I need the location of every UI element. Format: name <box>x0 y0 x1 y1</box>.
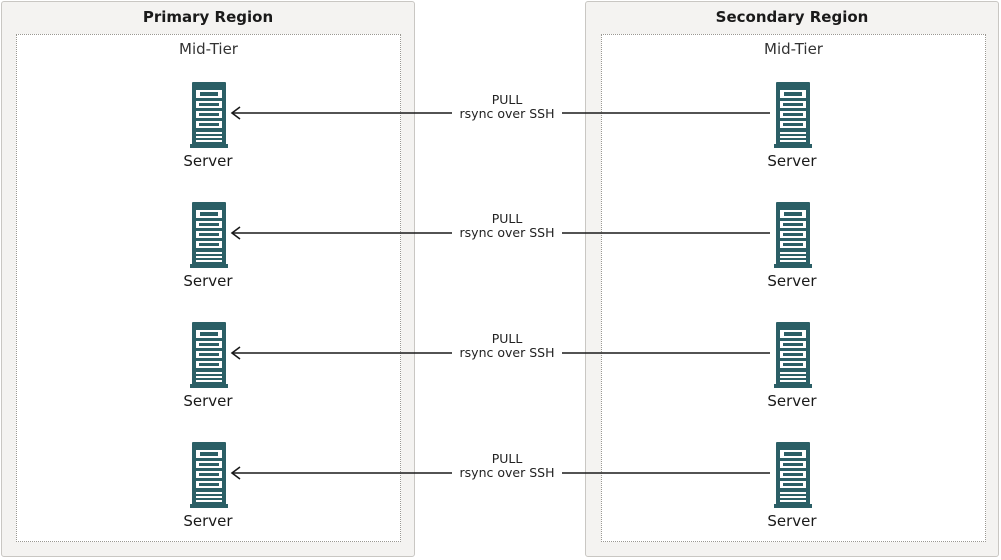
primary-server: Server <box>168 82 248 177</box>
link-method: rsync over SSH <box>459 465 555 480</box>
server-label: Server <box>183 272 233 290</box>
server-label: Server <box>767 512 817 530</box>
server-label: Server <box>183 392 233 410</box>
link-label: PULL rsync over SSH <box>452 452 562 480</box>
server-icon <box>190 442 228 508</box>
primary-server: Server <box>168 442 248 537</box>
primary-server: Server <box>168 202 248 297</box>
server-icon <box>774 322 812 388</box>
server-icon <box>190 322 228 388</box>
link-mode: PULL <box>491 211 523 226</box>
link-mode: PULL <box>491 451 523 466</box>
link-mode: PULL <box>491 92 523 107</box>
link-label: PULL rsync over SSH <box>452 93 562 121</box>
server-label: Server <box>767 152 817 170</box>
primary-region-title: Primary Region <box>142 8 274 26</box>
link-label: PULL rsync over SSH <box>452 332 562 360</box>
secondary-mid-tier-title: Mid-Tier <box>764 40 823 58</box>
primary-server: Server <box>168 322 248 417</box>
server-icon <box>774 82 812 148</box>
server-icon <box>774 202 812 268</box>
server-icon <box>190 202 228 268</box>
primary-mid-tier-title: Mid-Tier <box>179 40 238 58</box>
secondary-server: Server <box>752 442 832 537</box>
link-mode: PULL <box>491 331 523 346</box>
server-label: Server <box>183 512 233 530</box>
link-method: rsync over SSH <box>459 106 555 121</box>
server-icon <box>190 82 228 148</box>
secondary-server: Server <box>752 322 832 417</box>
server-label: Server <box>767 392 817 410</box>
link-method: rsync over SSH <box>459 225 555 240</box>
secondary-server: Server <box>752 82 832 177</box>
secondary-region-title: Secondary Region <box>715 8 869 26</box>
secondary-server: Server <box>752 202 832 297</box>
server-label: Server <box>183 152 233 170</box>
link-label: PULL rsync over SSH <box>452 212 562 240</box>
link-method: rsync over SSH <box>459 345 555 360</box>
server-icon <box>774 442 812 508</box>
server-label: Server <box>767 272 817 290</box>
